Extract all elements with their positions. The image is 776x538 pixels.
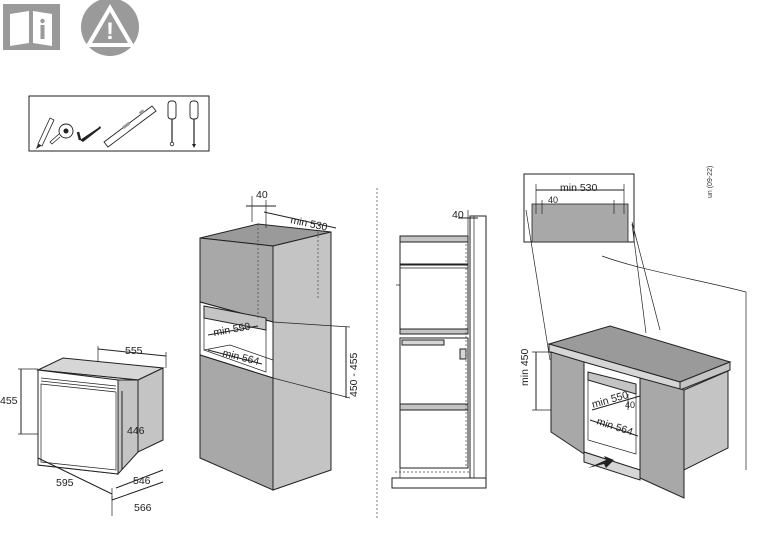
tools-box	[28, 95, 210, 152]
undercounter-drawing	[547, 325, 732, 499]
spirit-level-icon	[103, 105, 157, 148]
oven-inner-height-label: 446	[127, 425, 145, 437]
tape-measure-icon	[49, 123, 74, 145]
leader-line	[631, 223, 647, 334]
oven-dimensions: 555 455 446 595 546 566	[0, 345, 167, 516]
oven-width-label: 595	[56, 477, 74, 489]
tall-niche-height-label: 450 - 455	[348, 352, 360, 397]
side-view-drawing	[391, 215, 487, 489]
oven-height-label: 455	[0, 395, 18, 407]
leader-line	[525, 209, 551, 361]
warning-symbol: !	[106, 18, 114, 45]
inset-depth-label: min 530	[560, 182, 598, 194]
oven-drawing	[36, 357, 165, 476]
screwdriver-icon	[167, 100, 177, 147]
tall-cabinet-drawing	[199, 223, 332, 491]
manual-info-icon	[3, 4, 60, 50]
tall-gap-top-label: 40	[256, 189, 268, 201]
uc-niche-height-label: min 450	[519, 348, 531, 386]
oven-total-depth-label: 566	[134, 502, 152, 514]
oven-front-depth-label: 546	[133, 475, 151, 487]
side-view-dimensions: 40	[452, 209, 478, 236]
uc-niche-gap-label: 40	[625, 400, 635, 410]
oven-depth-label: 555	[125, 345, 143, 357]
screwdriver-icon	[189, 100, 199, 148]
allen-key-icon	[76, 126, 101, 142]
inset-gap-label: 40	[548, 195, 558, 205]
revision-code: un (09-22)	[707, 166, 714, 198]
warning-triangle-icon: !	[81, 0, 139, 56]
leader-line	[631, 221, 661, 331]
side-gap-label: 40	[452, 209, 464, 221]
wall-outline	[601, 255, 747, 470]
inset-detail: min 530 40	[523, 173, 635, 243]
pencil-icon	[36, 117, 55, 149]
